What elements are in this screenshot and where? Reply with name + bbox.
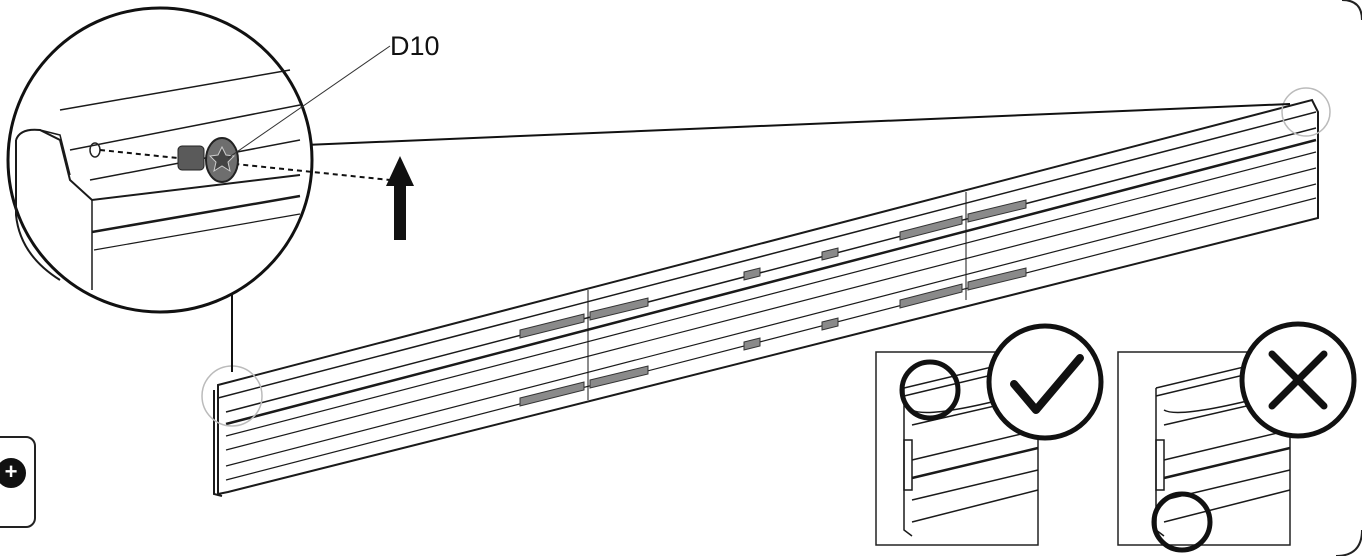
plus-icon[interactable]: + bbox=[0, 458, 26, 488]
correct-example-panel bbox=[875, 323, 1104, 546]
checkmark-icon bbox=[1010, 354, 1084, 414]
frame-corner-bottom bbox=[1335, 529, 1362, 556]
cross-icon bbox=[1268, 350, 1328, 410]
zoom-connector-top bbox=[304, 103, 1291, 146]
magnifier-detail bbox=[6, 6, 391, 314]
arrow-up-icon bbox=[386, 156, 414, 240]
rail-plates bbox=[519, 199, 1027, 407]
incorrect-example-panel bbox=[1117, 321, 1357, 553]
frame-corner-top bbox=[1341, 0, 1362, 21]
mounting-rail bbox=[213, 98, 1319, 497]
rail-end-highlight-right bbox=[1281, 87, 1331, 137]
screw-icon bbox=[177, 137, 239, 183]
correct-highlight-circle bbox=[899, 359, 961, 421]
part-label-d10: D10 bbox=[390, 31, 440, 61]
incorrect-highlight-circle bbox=[1151, 491, 1213, 553]
